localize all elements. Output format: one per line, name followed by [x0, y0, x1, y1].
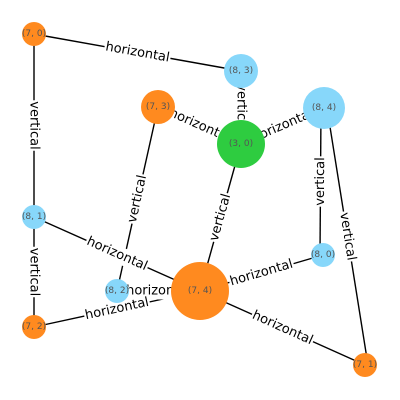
edge-label-background	[123, 172, 152, 226]
node-circle	[217, 120, 265, 168]
node-circle	[22, 205, 46, 229]
edge-label: vertical	[234, 83, 249, 131]
edge-label-group: horizontal	[83, 232, 151, 276]
node-circle	[224, 54, 258, 88]
edge-label-group: vertical	[25, 246, 43, 298]
node-n7_1: (7, 1)	[353, 353, 377, 377]
edge-label-group: horizontal	[227, 255, 296, 291]
node-label: (8, 0)	[311, 250, 335, 260]
edge-label-background	[248, 306, 317, 350]
edge-label: vertical	[27, 248, 42, 296]
edge-label-group: horizontal	[248, 306, 317, 350]
node-n8_1: (8, 1)	[22, 205, 46, 229]
node-label: (8, 2)	[105, 286, 129, 296]
edge-label-background	[25, 246, 43, 298]
node-n8_3: (8, 3)	[224, 54, 258, 88]
node-circle	[303, 87, 345, 129]
nodes-layer: (7, 0) (8, 3) (7, 3) (3, 0) (8, 4) (8, 1) (8, …	[22, 22, 377, 377]
edge-label: horizontal	[250, 308, 315, 348]
node-n8_2: (8, 2)	[105, 279, 129, 303]
edge-label-background	[205, 190, 236, 245]
edge-label-background	[165, 104, 234, 147]
edge-label-group: vertical	[311, 156, 330, 207]
edge-label-background	[25, 100, 43, 151]
node-label: (7, 3)	[146, 102, 170, 112]
node-label: (7, 2)	[22, 322, 46, 332]
node-n7_4: (7, 4)	[171, 262, 229, 320]
node-n7_0: (7, 0)	[22, 22, 46, 46]
edge-label-background	[232, 82, 250, 133]
edge-label-background	[83, 232, 151, 276]
edge-label-background	[311, 156, 330, 207]
node-circle	[22, 315, 46, 339]
edge-label: vertical	[125, 174, 150, 225]
edge-label-group: vertical	[232, 82, 250, 133]
edge-label-background	[227, 255, 296, 291]
node-circle	[141, 90, 175, 124]
edge-label-group: vertical	[123, 172, 152, 226]
node-circle	[353, 353, 377, 377]
edge-label: vertical	[27, 101, 42, 149]
node-label: (3, 0)	[229, 139, 253, 149]
edge-label-group: vertical	[205, 190, 236, 245]
edge-label-background	[103, 38, 172, 67]
edge-label-group: vertical	[25, 100, 43, 151]
node-circle	[171, 262, 229, 320]
node-circle	[22, 22, 46, 46]
node-n7_2: (7, 2)	[22, 315, 46, 339]
edge-label: horizontal	[228, 257, 294, 290]
node-n8_4: (8, 4)	[303, 87, 345, 129]
edge-label-background	[335, 210, 360, 263]
node-label: (8, 4)	[312, 103, 336, 113]
edge-label: horizontal	[104, 39, 170, 65]
node-circle	[311, 243, 335, 267]
node-n7_3: (7, 3)	[141, 90, 175, 124]
node-label: (7, 4)	[188, 286, 212, 296]
node-label: (8, 1)	[22, 212, 46, 222]
edge-label-group: horizontal	[103, 38, 172, 67]
node-circle	[105, 279, 129, 303]
edge-label: horizontal	[84, 234, 149, 274]
edge-label: vertical	[207, 192, 234, 243]
node-n8_0: (8, 0)	[311, 243, 335, 267]
edge-label-background	[248, 104, 317, 148]
node-label: (7, 1)	[353, 360, 377, 370]
edge-label-group: vertical	[335, 210, 360, 263]
node-label: (7, 0)	[22, 29, 46, 39]
node-label: (8, 3)	[229, 66, 253, 76]
edge-label-background	[82, 293, 152, 325]
node-n3_0: (3, 0)	[217, 120, 265, 168]
edge-label: vertical	[313, 157, 328, 206]
